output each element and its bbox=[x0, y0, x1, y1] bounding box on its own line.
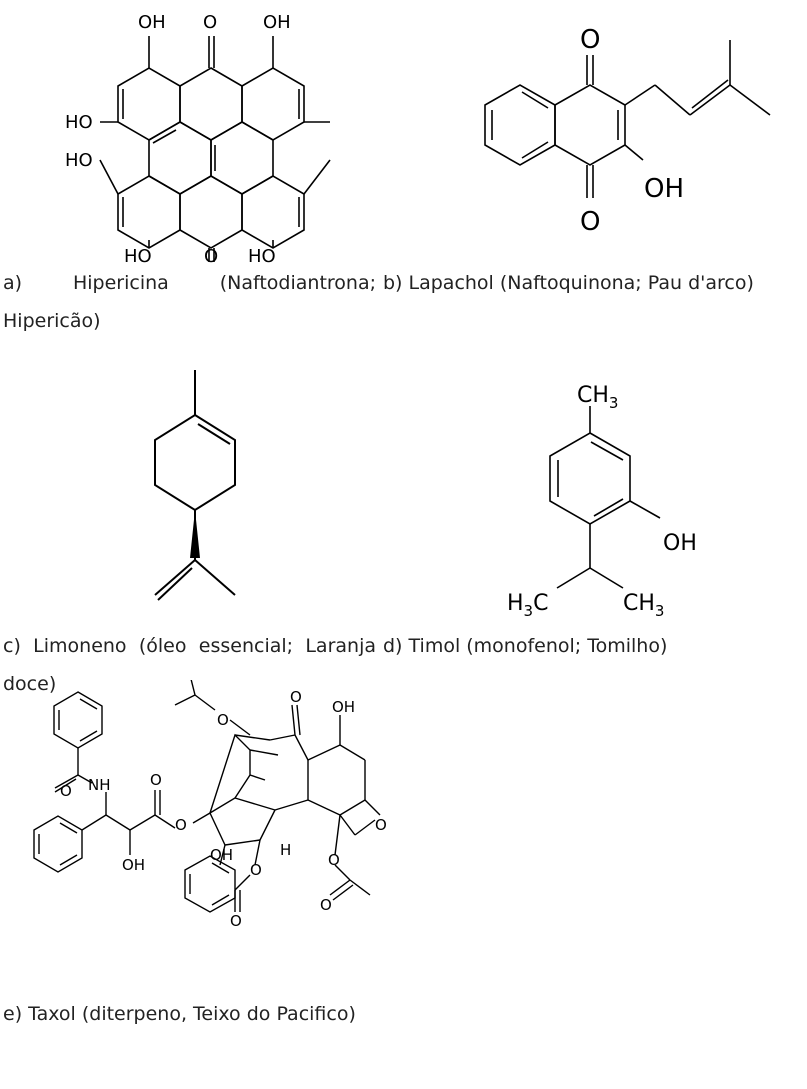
hypericin-structure: OH O OH HO HO bbox=[65, 12, 331, 262]
hypericin-o-bottom: O bbox=[204, 246, 218, 266]
thymol-caption: d) Timol (monofenol; Tomilho) bbox=[383, 635, 668, 657]
lapachol-o-top: O bbox=[580, 25, 600, 55]
thymol-ch3-top: CH3 bbox=[577, 383, 618, 412]
taxol-o2: O bbox=[150, 771, 162, 789]
taxol-o10: O bbox=[320, 896, 332, 914]
taxol-structure: O NH O O OH O O OH O OH H O O O O bbox=[33, 680, 387, 930]
hypericin-ho-bottom-right: HO bbox=[248, 246, 276, 266]
lapachol-oh: OH bbox=[644, 174, 684, 204]
hypericin-ho-left-upper: HO bbox=[65, 112, 93, 133]
lapachol-caption: b) Lapachol (Naftoquinona; Pau d'arco) bbox=[383, 272, 754, 294]
lapachol-structure: O O OH bbox=[484, 25, 771, 237]
hypericin-ho-left-lower: HO bbox=[65, 150, 93, 171]
limonene-structure bbox=[154, 370, 236, 601]
thymol-oh: OH bbox=[663, 531, 697, 556]
thymol-ch3-right: CH3 bbox=[623, 591, 664, 620]
taxol-o4: O bbox=[217, 711, 229, 729]
taxol-nh: NH bbox=[88, 776, 111, 794]
taxol-o5: O bbox=[290, 688, 302, 706]
taxol-oh3: OH bbox=[210, 846, 233, 864]
taxol-o6: O bbox=[375, 816, 387, 834]
hypericin-o-top: O bbox=[203, 12, 217, 33]
taxol-o1: O bbox=[60, 782, 72, 800]
taxol-o8: O bbox=[328, 851, 340, 869]
taxol-o9: O bbox=[230, 912, 242, 930]
hypericin-oh-top-left: OH bbox=[138, 12, 166, 33]
taxol-oh2: OH bbox=[332, 698, 355, 716]
lapachol-o-bottom: O bbox=[580, 207, 600, 237]
hypericin-bottom-labels: HO O HO bbox=[124, 240, 276, 266]
hypericin-caption: a) Hipericina (Naftodiantrona; Hipericão… bbox=[3, 272, 376, 332]
taxol-h: H bbox=[280, 841, 291, 859]
taxol-o7: O bbox=[250, 861, 262, 879]
taxol-o3: O bbox=[175, 816, 187, 834]
thymol-structure: CH3 OH H3C CH3 bbox=[507, 383, 697, 620]
limonene-caption: c) Limoneno (óleo essencial; Laranja doc… bbox=[3, 635, 376, 695]
hypericin-ho-bottom-left: HO bbox=[124, 246, 152, 266]
taxol-caption: e) Taxol (diterpeno, Teixo do Pacifico) bbox=[3, 1003, 356, 1025]
hypericin-oh-top-right: OH bbox=[263, 12, 291, 33]
thymol-h3c: H3C bbox=[507, 591, 548, 620]
taxol-oh1: OH bbox=[122, 856, 145, 874]
